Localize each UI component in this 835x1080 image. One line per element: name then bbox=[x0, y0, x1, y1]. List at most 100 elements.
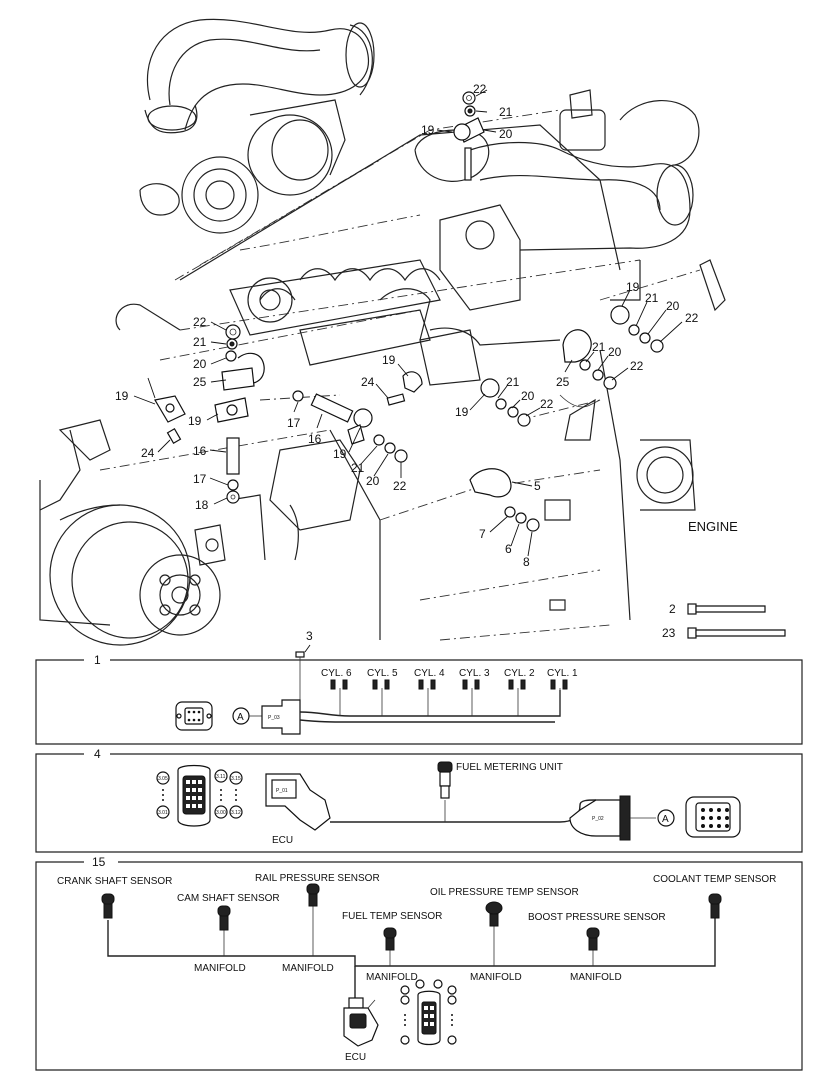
coolant-temp-sensor-glyph bbox=[708, 893, 722, 919]
crank-shaft-sensor-glyph bbox=[101, 893, 115, 919]
callout-2: 2 bbox=[669, 602, 676, 616]
nut-8 bbox=[526, 518, 540, 532]
callout-24: 24 bbox=[141, 446, 155, 460]
plug-p02 bbox=[569, 799, 621, 837]
washer-17-left bbox=[227, 479, 239, 491]
callout-23: 23 bbox=[662, 626, 676, 640]
plug-p03 bbox=[261, 699, 301, 735]
svg-text:3.01: 3.01 bbox=[158, 810, 168, 816]
callout-6: 6 bbox=[505, 542, 512, 556]
boost-pressure-sensor-glyph bbox=[586, 927, 600, 951]
plug-p01-label: P_01 bbox=[276, 788, 288, 794]
engine-label: ENGINE bbox=[688, 519, 738, 534]
callout-5: 5 bbox=[534, 479, 541, 493]
callout-21: 21 bbox=[351, 461, 365, 475]
cable-tie-2-strap bbox=[695, 605, 766, 613]
callout-21: 21 bbox=[592, 340, 606, 354]
spacer-16-center bbox=[310, 393, 354, 423]
ecu-connector-face-15 bbox=[400, 979, 457, 1046]
callout-3: 3 bbox=[306, 629, 313, 643]
svg-text:3.11: 3.11 bbox=[216, 774, 226, 780]
callout-20: 20 bbox=[608, 345, 622, 359]
rail-pressure-sensor-glyph bbox=[306, 883, 320, 907]
nut-18-left bbox=[226, 490, 240, 504]
cam-shaft-sensor-glyph bbox=[217, 905, 231, 931]
callout-19: 19 bbox=[626, 280, 640, 294]
boost-pressure-sensor-label: BOOST PRESSURE SENSOR bbox=[528, 912, 666, 923]
washer-6 bbox=[515, 512, 527, 524]
svg-text:3.15: 3.15 bbox=[231, 776, 241, 782]
fuel-temp-sensor-glyph bbox=[383, 927, 397, 951]
svg-text:3.05: 3.05 bbox=[158, 776, 168, 782]
plug-p02-collar bbox=[619, 795, 631, 841]
leader-lines bbox=[133, 89, 683, 557]
cable-tie-23-strap bbox=[695, 629, 786, 637]
manifold-label-2: MANIFOLD bbox=[282, 963, 334, 974]
harness-4-box: 4 3.05 3.01 3.11 3.15 3.00 3.12 P_01 ECU bbox=[35, 747, 803, 853]
clamp-19-center bbox=[353, 408, 373, 428]
rail-pressure-sensor-label: RAIL PRESSURE SENSOR bbox=[255, 873, 380, 884]
callout-15: 15 bbox=[92, 855, 106, 869]
callout-19: 19 bbox=[188, 414, 202, 428]
clamp-19-right bbox=[480, 378, 500, 398]
bracket-25-left bbox=[221, 367, 255, 391]
plug-p02-label: P_02 bbox=[592, 816, 604, 822]
callout-20: 20 bbox=[521, 389, 535, 403]
callout-19: 19 bbox=[382, 353, 396, 367]
callout-17: 17 bbox=[287, 416, 301, 430]
cyl-6-label: CYL. 6 bbox=[321, 668, 352, 679]
connector-ref-a-4: A bbox=[662, 814, 669, 825]
callout-24: 24 bbox=[361, 375, 375, 389]
cable-tie-23-head bbox=[687, 627, 697, 639]
callout-20: 20 bbox=[499, 127, 513, 141]
callout-1: 1 bbox=[94, 653, 101, 667]
callout-21: 21 bbox=[499, 105, 513, 119]
callout-8: 8 bbox=[523, 555, 530, 569]
clamp-25-right bbox=[562, 329, 592, 363]
manifold-label-5: MANIFOLD bbox=[570, 972, 622, 983]
callout-20: 20 bbox=[366, 474, 380, 488]
fuel-metering-unit-label: FUEL METERING UNIT bbox=[456, 762, 563, 773]
cylinder-plugs bbox=[330, 679, 568, 690]
callout-25: 25 bbox=[193, 375, 207, 389]
callout-7: 7 bbox=[479, 527, 486, 541]
cyl-5-label: CYL. 5 bbox=[367, 668, 398, 679]
washer-21-center bbox=[373, 434, 385, 446]
engine-illustration bbox=[39, 18, 726, 646]
callout-20: 20 bbox=[193, 357, 207, 371]
fuel-temp-sensor-label: FUEL TEMP SENSOR bbox=[342, 911, 442, 922]
callout-22: 22 bbox=[540, 397, 554, 411]
nut-22-top bbox=[462, 91, 476, 105]
nut-22-left bbox=[225, 324, 241, 340]
svg-text:3.12: 3.12 bbox=[231, 810, 241, 816]
svg-text:3.00: 3.00 bbox=[216, 810, 226, 816]
cyl-3-label: CYL. 3 bbox=[459, 668, 490, 679]
callout-labels: 22 21 20 19 22 21 20 25 19 19 24 16 17 1… bbox=[115, 82, 738, 640]
callout-21: 21 bbox=[506, 375, 520, 389]
callout-16: 16 bbox=[193, 444, 207, 458]
nut-22-center bbox=[394, 449, 408, 463]
callout-20: 20 bbox=[666, 299, 680, 313]
callout-19: 19 bbox=[421, 123, 435, 137]
callout-25: 25 bbox=[556, 375, 570, 389]
washer-20-left bbox=[225, 350, 237, 362]
callout-16: 16 bbox=[308, 432, 322, 446]
harness-1-box: 1 3 A P_03 bbox=[35, 629, 803, 745]
connector-ref-a-circle-4 bbox=[657, 809, 675, 827]
washer-7 bbox=[504, 506, 516, 518]
crank-shaft-sensor-label: CRANK SHAFT SENSOR bbox=[57, 876, 172, 887]
washer-17-center bbox=[292, 390, 304, 402]
callout-18: 18 bbox=[195, 498, 209, 512]
ecu-label-15: ECU bbox=[345, 1052, 366, 1063]
callout-4: 4 bbox=[94, 747, 101, 761]
stud-top bbox=[464, 147, 472, 181]
callout-19: 19 bbox=[455, 405, 469, 419]
clamp-19-mid bbox=[402, 371, 423, 393]
callout-22: 22 bbox=[393, 479, 407, 493]
callout-22: 22 bbox=[630, 359, 644, 373]
callout-19: 19 bbox=[115, 389, 129, 403]
callout-22: 22 bbox=[685, 311, 699, 325]
washer-20-center bbox=[384, 442, 396, 454]
exploded-parts bbox=[147, 91, 786, 639]
